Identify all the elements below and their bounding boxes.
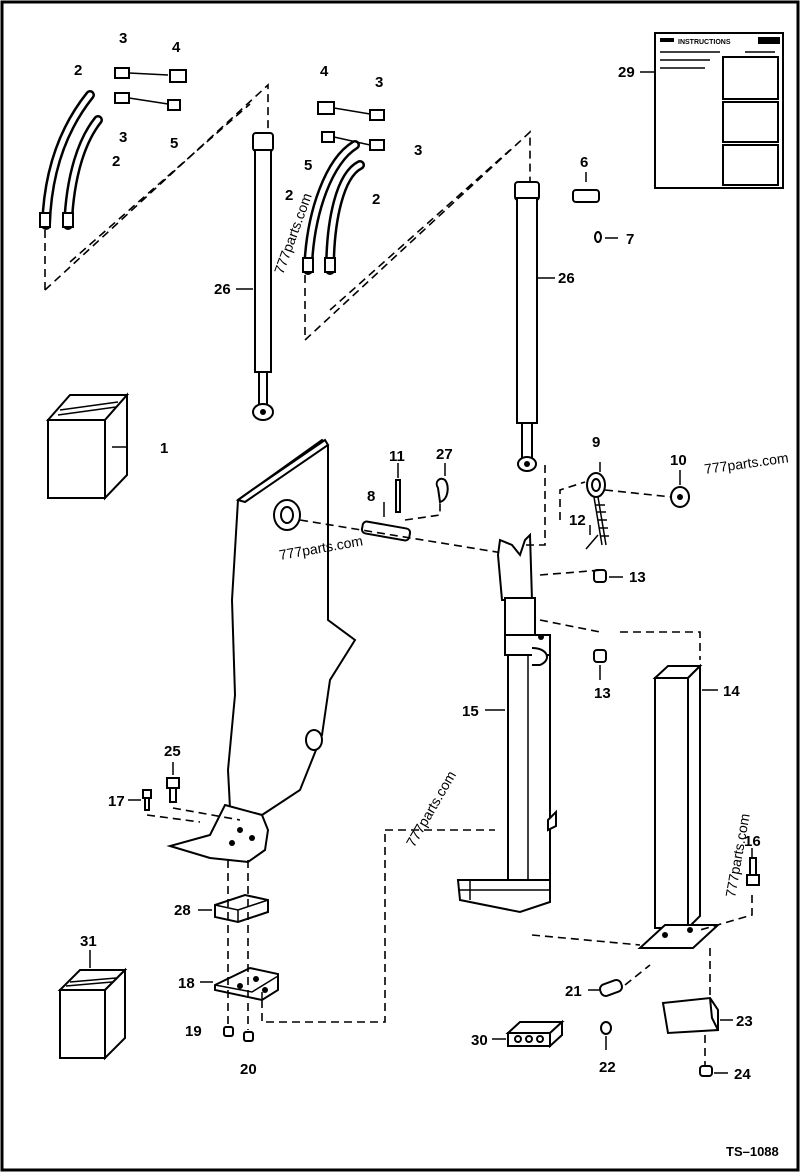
callout-7: 7 [626,231,634,248]
callout-labels: 3 4 2 3 5 2 4 3 5 3 2 2 26 26 6 7 29 1 1… [74,30,761,1083]
callout-17: 17 [108,793,125,810]
callout-18: 18 [178,975,195,992]
pivot-pin-assembly [572,172,618,243]
callout-1: 1 [160,440,168,457]
callout-27: 27 [436,446,453,463]
parts-kit-box-bottom [57,950,128,1061]
callout-4: 4 [172,39,181,56]
callout-2: 2 [112,153,120,170]
support-tube [385,631,721,949]
callout-16: 16 [744,833,761,850]
callout-30: 30 [471,1032,488,1049]
callout-2: 2 [372,191,380,208]
hinge-hardware [588,948,733,1077]
drawing-code: TS–1088 [726,1144,779,1159]
part-box-30 [492,1019,565,1049]
stand-assembly [456,532,557,914]
callout-2: 2 [74,62,82,79]
callout-13: 13 [594,685,611,702]
mounting-plates [198,830,386,1042]
callout-29: 29 [618,64,635,81]
callout-21: 21 [565,983,582,1000]
bolts-17-25 [128,762,241,823]
callout-5: 5 [170,135,178,152]
callout-3: 3 [414,142,422,159]
callout-2: 2 [285,187,293,204]
callout-22: 22 [599,1059,616,1076]
callout-31: 31 [80,933,97,950]
callout-26: 26 [214,281,231,298]
bolt-16 [699,848,760,931]
callout-4: 4 [320,63,329,80]
callout-13: 13 [629,569,646,586]
boom-pin-parts [299,463,516,556]
callout-3: 3 [119,129,127,146]
callout-25: 25 [164,743,181,760]
callout-24: 24 [734,1066,751,1083]
callout-11: 11 [389,448,405,465]
instruction-sheet-heading: INSTRUCTIONS [678,39,731,46]
callout-15: 15 [462,703,479,720]
callout-28: 28 [174,902,191,919]
callout-5: 5 [304,157,312,174]
callout-12: 12 [569,512,586,529]
eyebolt-assembly [525,462,690,680]
callout-3: 3 [375,74,383,91]
callout-10: 10 [670,452,687,469]
middle-hydraulic-cylinder [514,181,555,472]
callout-20: 20 [240,1061,257,1078]
callout-6: 6 [580,154,588,171]
left-hydraulic-cylinder [236,132,274,421]
watermark: 777parts.com [703,449,789,477]
callout-8: 8 [367,488,375,505]
parts-kit-box-top [45,392,130,501]
instruction-sheet: INSTRUCTIONS [640,32,784,189]
left-hose-assembly [39,67,269,291]
callout-3: 3 [119,30,127,47]
boom-plate [166,438,357,864]
callout-26: 26 [558,270,575,287]
callout-19: 19 [185,1023,202,1040]
middle-hose-assembly [302,101,531,341]
callout-23: 23 [736,1013,753,1030]
watermark: 777parts.com [403,768,459,849]
callout-14: 14 [723,683,740,700]
callout-9: 9 [592,434,600,451]
